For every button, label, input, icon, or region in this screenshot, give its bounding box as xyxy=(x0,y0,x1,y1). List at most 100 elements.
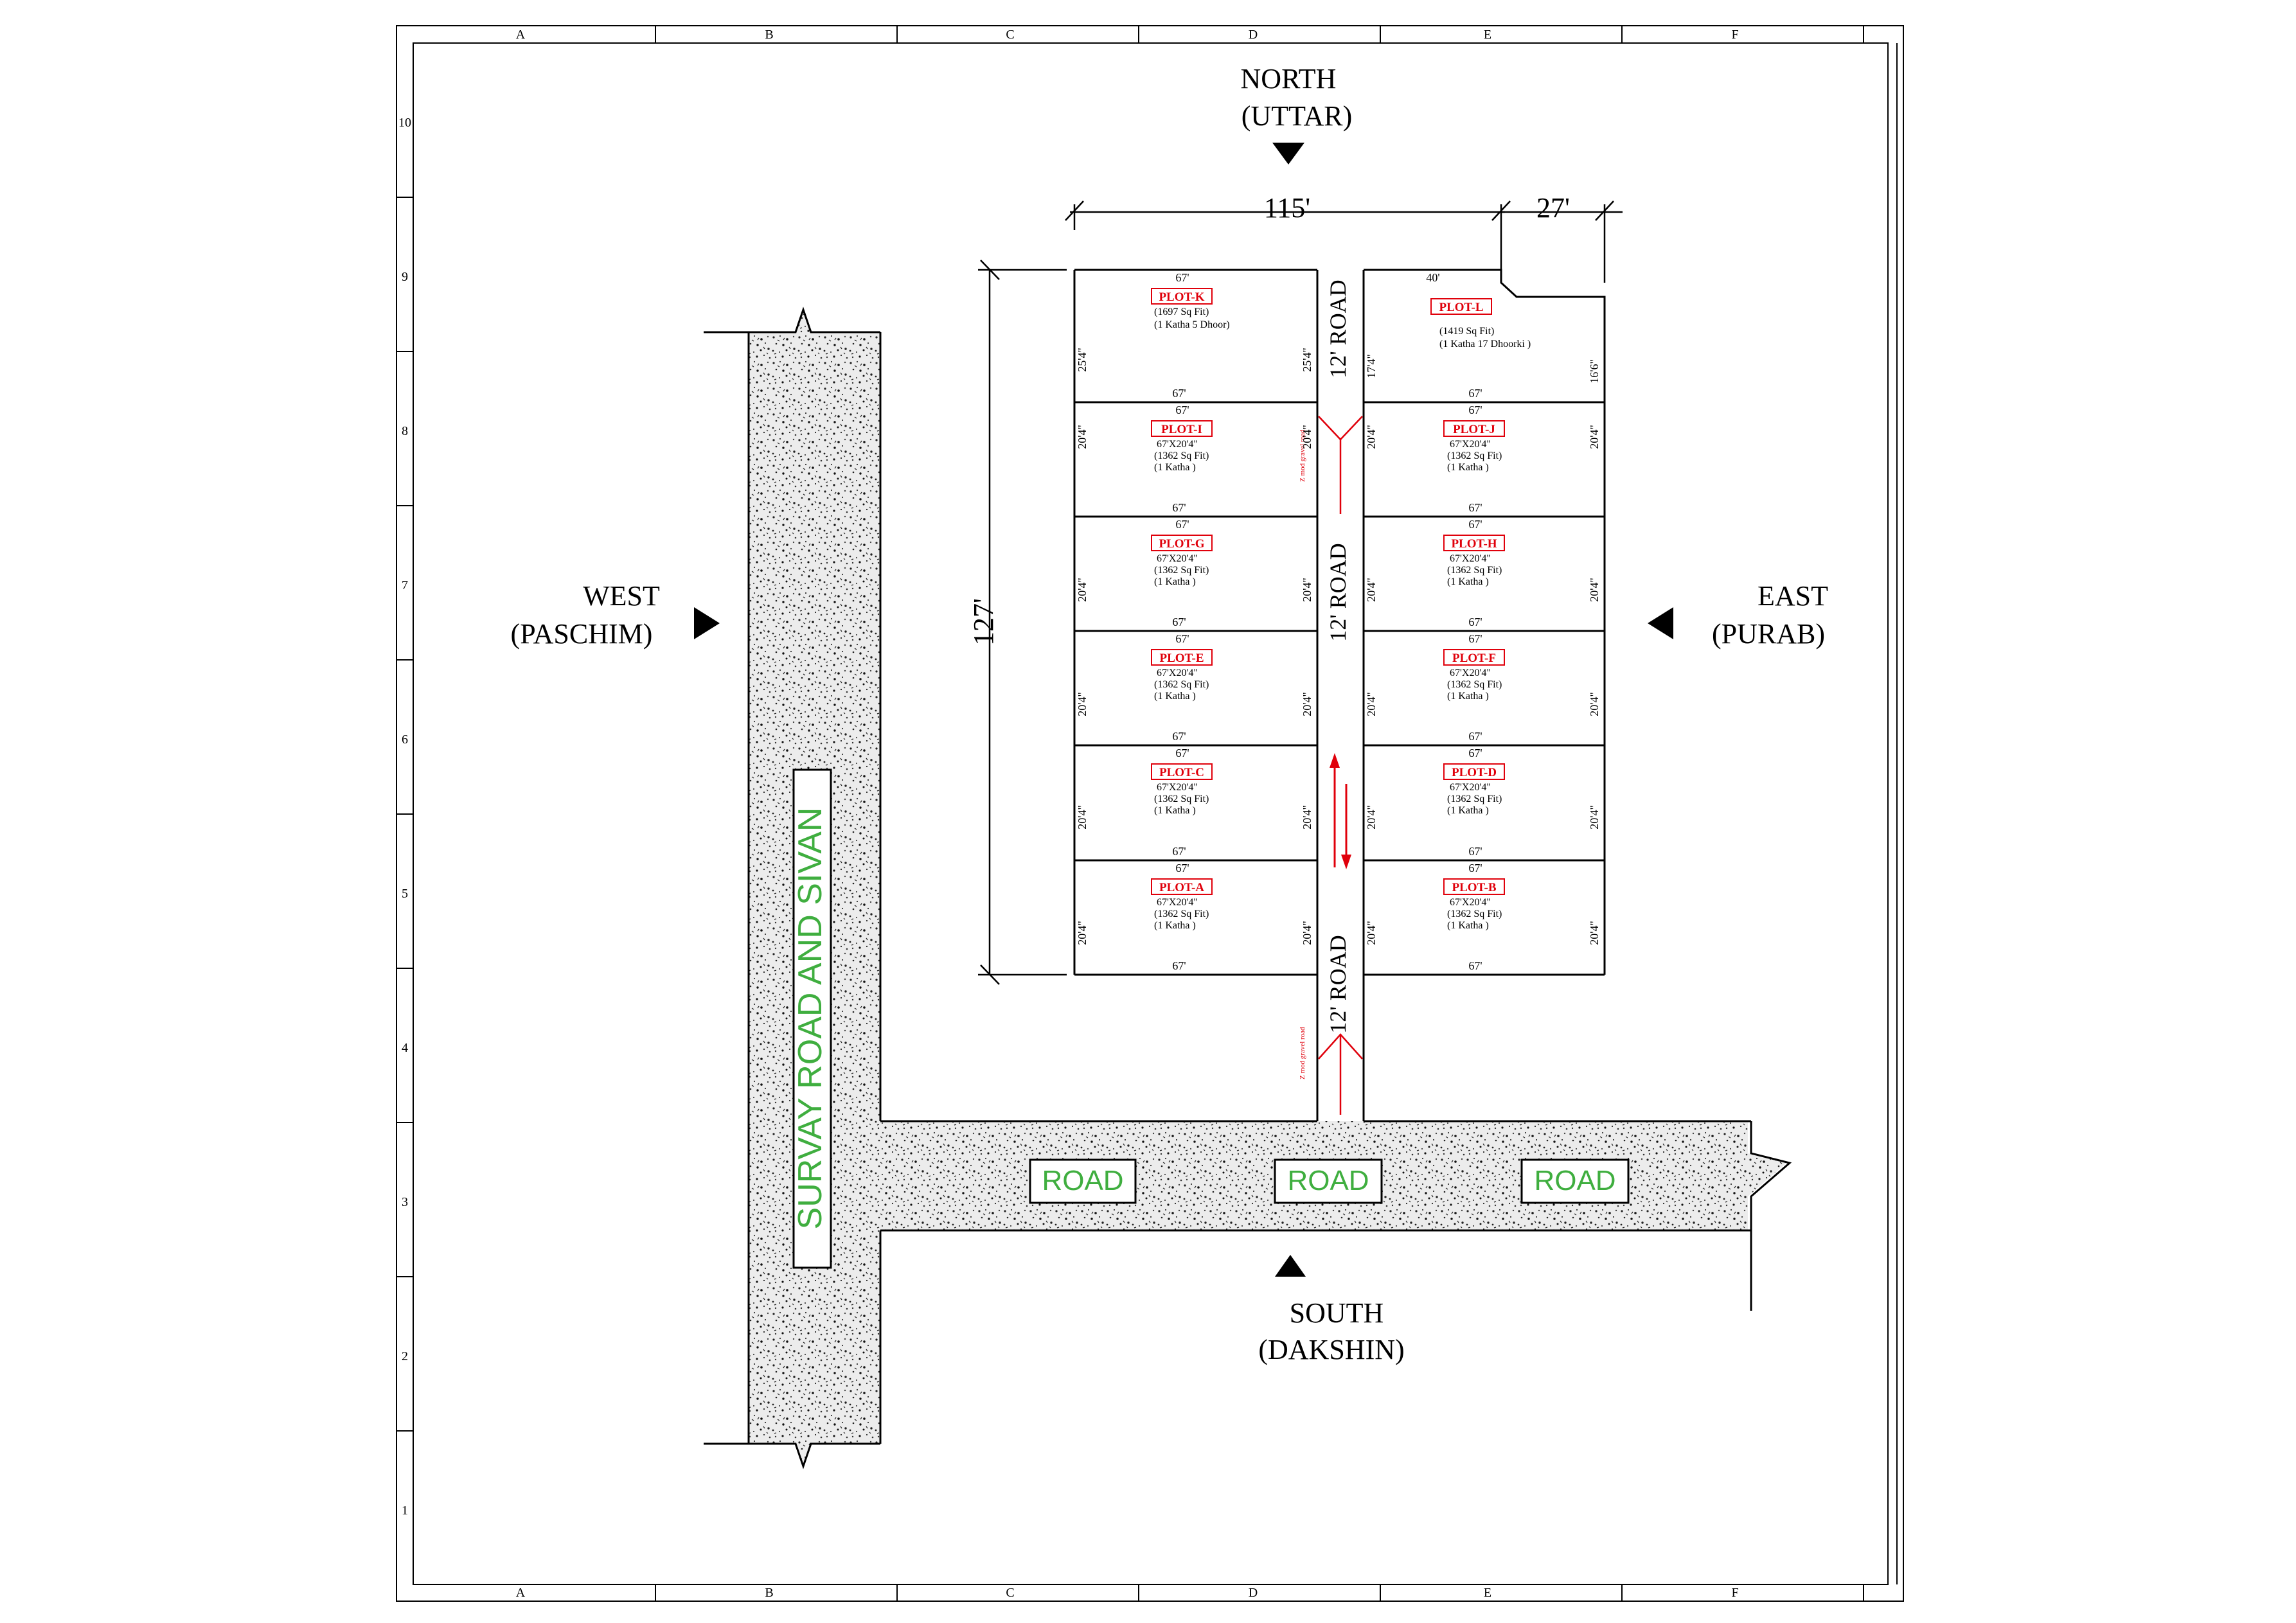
col-label-f-top: F xyxy=(1731,28,1738,42)
svg-text:67': 67' xyxy=(1175,518,1189,531)
plot-l: 40' PLOT-L (1419 Sq Fit) (1 Katha 17 Dho… xyxy=(1365,271,1601,400)
svg-text:67': 67' xyxy=(1468,747,1482,759)
svg-text:(1362 Sq Fit): (1362 Sq Fit) xyxy=(1154,679,1209,690)
svg-text:(1362 Sq Fit): (1362 Sq Fit) xyxy=(1447,679,1502,690)
svg-text:ROAD: ROAD xyxy=(1042,1165,1123,1196)
svg-text:(1 Katha ): (1 Katha ) xyxy=(1447,920,1489,931)
svg-text:(1362 Sq Fit): (1362 Sq Fit) xyxy=(1447,450,1502,461)
west-road-label: SURVAY ROAD AND SIVAN xyxy=(792,808,829,1230)
svg-text:(1362 Sq Fit): (1362 Sq Fit) xyxy=(1154,450,1209,461)
svg-text:PLOT-C: PLOT-C xyxy=(1159,766,1204,779)
svg-text:PLOT-F: PLOT-F xyxy=(1452,652,1496,665)
row-label-4: 4 xyxy=(402,1041,408,1055)
plot-a: 67' PLOT-A 67'X20'4" (1362 Sq Fit) (1 Ka… xyxy=(1076,862,1313,972)
svg-text:67': 67' xyxy=(1175,862,1189,874)
direction-east: EAST (PURAB) xyxy=(1648,580,1828,650)
plot-l-right: 16'6" xyxy=(1588,359,1601,384)
road-edges xyxy=(704,306,1792,1469)
plot-c: 67' PLOT-C 67'X20'4" (1362 Sq Fit) (1 Ka… xyxy=(1076,747,1313,858)
svg-text:20'4": 20'4" xyxy=(1301,578,1313,602)
svg-text:67': 67' xyxy=(1468,845,1482,858)
col-label-c-bottom: C xyxy=(1006,1586,1014,1600)
row-label-9: 9 xyxy=(402,270,408,284)
svg-text:67': 67' xyxy=(1468,616,1482,628)
svg-text:(1362 Sq Fit): (1362 Sq Fit) xyxy=(1447,565,1502,576)
svg-text:20'4": 20'4" xyxy=(1301,425,1313,449)
svg-text:PLOT-J: PLOT-J xyxy=(1453,423,1495,436)
plot-l-area: (1419 Sq Fit) xyxy=(1439,326,1494,337)
direction-west: WEST (PASCHIM) xyxy=(511,580,720,650)
direction-south: SOUTH (DAKSHIN) xyxy=(1258,1255,1405,1365)
col-label-f-bottom: F xyxy=(1731,1586,1738,1600)
svg-text:(1 Katha ): (1 Katha ) xyxy=(1447,805,1489,816)
svg-text:PLOT-H: PLOT-H xyxy=(1451,537,1497,551)
south-road-label-1: ROAD xyxy=(1029,1158,1137,1204)
svg-text:67': 67' xyxy=(1468,632,1482,645)
plot-k-katha: (1 Katha 5 Dhoor) xyxy=(1154,319,1230,330)
internal-road xyxy=(1316,270,1365,1121)
svg-text:PLOT-A: PLOT-A xyxy=(1159,881,1204,894)
svg-text:67'X20'4": 67'X20'4" xyxy=(1450,439,1491,450)
svg-text:67': 67' xyxy=(1468,959,1482,972)
svg-text:67': 67' xyxy=(1468,862,1482,874)
svg-text:67'X20'4": 67'X20'4" xyxy=(1450,668,1491,678)
svg-text:(1 Katha ): (1 Katha ) xyxy=(1154,805,1196,816)
east-sublabel: (PURAB) xyxy=(1712,618,1825,650)
svg-text:20'4": 20'4" xyxy=(1076,805,1089,829)
north-label: NORTH xyxy=(1241,63,1337,94)
svg-text:67': 67' xyxy=(1468,730,1482,743)
west-sublabel: (PASCHIM) xyxy=(511,618,653,650)
svg-text:20'4": 20'4" xyxy=(1076,692,1089,716)
svg-text:(1 Katha ): (1 Katha ) xyxy=(1154,462,1196,473)
dimension-top xyxy=(1065,200,1623,283)
svg-text:67': 67' xyxy=(1172,845,1186,858)
plot-f: 67' PLOT-F 67'X20'4" (1362 Sq Fit) (1 Ka… xyxy=(1365,632,1601,743)
plot-k-bottom: 67' xyxy=(1172,387,1186,400)
svg-text:PLOT-B: PLOT-B xyxy=(1452,881,1497,894)
col-label-c-top: C xyxy=(1006,28,1014,42)
svg-text:(1362 Sq Fit): (1362 Sq Fit) xyxy=(1447,794,1502,804)
row-label-3: 3 xyxy=(402,1195,408,1209)
plot-l-top: 40' xyxy=(1426,271,1439,284)
gravel-road-marker-top xyxy=(1318,416,1363,514)
row-ticks xyxy=(396,197,413,1432)
internal-road-label-bottom: 12' ROAD xyxy=(1325,935,1351,1034)
svg-text:(1 Katha ): (1 Katha ) xyxy=(1154,691,1196,702)
left-height-label: 127' xyxy=(968,598,999,646)
svg-text:(1362 Sq Fit): (1362 Sq Fit) xyxy=(1154,565,1209,576)
row-label-7: 7 xyxy=(402,578,408,592)
svg-text:67'X20'4": 67'X20'4" xyxy=(1450,553,1491,564)
east-label: EAST xyxy=(1758,580,1828,612)
north-sublabel: (UTTAR) xyxy=(1241,100,1352,132)
svg-text:67'X20'4": 67'X20'4" xyxy=(1157,782,1198,793)
svg-text:(1362 Sq Fit): (1362 Sq Fit) xyxy=(1447,909,1502,919)
plot-k-label-box xyxy=(1151,288,1213,305)
svg-text:PLOT-E: PLOT-E xyxy=(1160,652,1204,665)
svg-text:67': 67' xyxy=(1172,616,1186,628)
plot-k-label: PLOT-K xyxy=(1159,290,1204,304)
svg-text:PLOT-G: PLOT-G xyxy=(1159,537,1204,551)
svg-text:67': 67' xyxy=(1172,501,1186,514)
internal-road-label-top: 12' ROAD xyxy=(1325,279,1351,378)
plot-grid-lines xyxy=(1073,269,1606,976)
row-label-5: 5 xyxy=(402,887,408,901)
svg-text:67'X20'4": 67'X20'4" xyxy=(1157,553,1198,564)
row-label-6: 6 xyxy=(402,732,408,747)
plot-j: 67' PLOT-J 67'X20'4" (1362 Sq Fit) (1 Ka… xyxy=(1365,404,1601,514)
svg-text:(1 Katha ): (1 Katha ) xyxy=(1447,462,1489,473)
col-label-b-bottom: B xyxy=(765,1586,773,1600)
svg-text:20'4": 20'4" xyxy=(1301,921,1313,945)
svg-text:20'4": 20'4" xyxy=(1076,921,1089,945)
south-road-label-3: ROAD xyxy=(1520,1158,1630,1204)
svg-text:67': 67' xyxy=(1172,730,1186,743)
col-label-e-bottom: E xyxy=(1484,1586,1491,1600)
svg-text:(1 Katha ): (1 Katha ) xyxy=(1154,576,1196,587)
south-road-label-2: ROAD xyxy=(1274,1158,1383,1204)
plot-h: 67' PLOT-H 67'X20'4" (1362 Sq Fit) (1 Ka… xyxy=(1365,518,1601,628)
row-label-2: 2 xyxy=(402,1349,408,1363)
west-arrow-icon xyxy=(694,607,720,639)
svg-text:67': 67' xyxy=(1468,518,1482,531)
plot-l-label-box xyxy=(1430,298,1492,315)
svg-text:20'4": 20'4" xyxy=(1588,921,1601,945)
col-label-d-bottom: D xyxy=(1249,1586,1258,1600)
